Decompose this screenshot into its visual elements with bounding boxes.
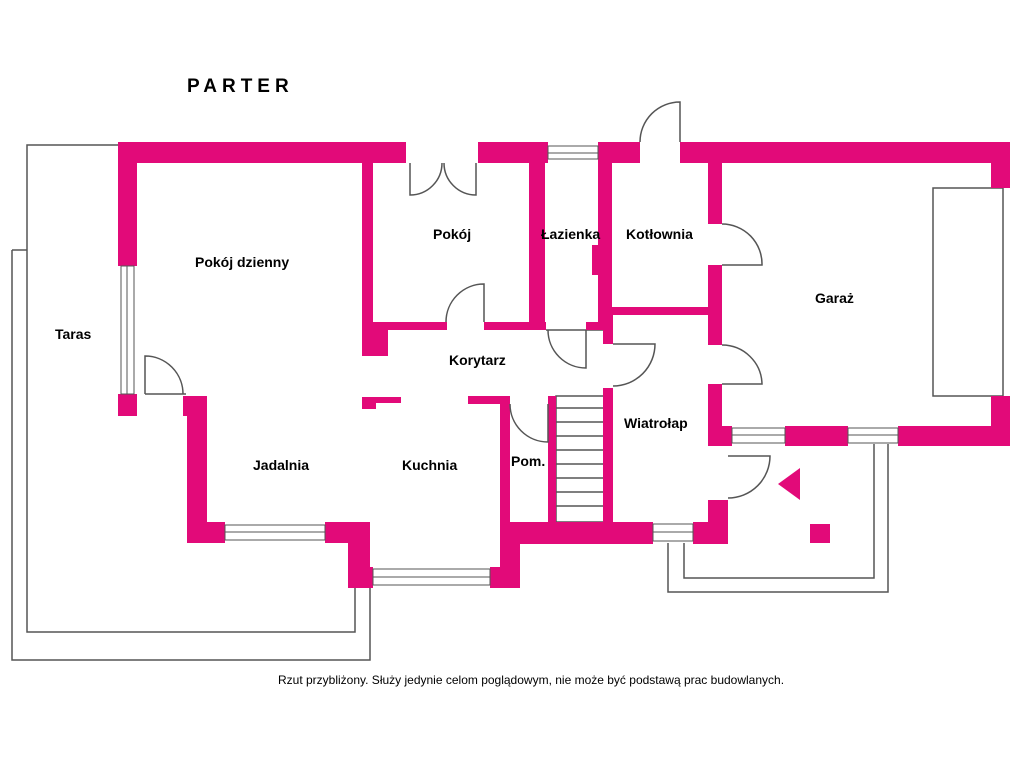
- windows: [120, 145, 899, 586]
- label-pokoj-dzienny: Pokój dzienny: [195, 254, 289, 270]
- label-pokoj: Pokój: [433, 226, 471, 242]
- walls: [118, 142, 1010, 588]
- disclaimer-note: Rzut przybliżony. Służy jedynie celom po…: [278, 673, 785, 687]
- garage-cabinet: [932, 187, 1004, 397]
- terrace-outline: [11, 144, 371, 661]
- label-lazienka: Łazienka: [541, 226, 600, 242]
- label-korytarz: Korytarz: [449, 352, 506, 368]
- label-pom: Pom.: [511, 453, 545, 469]
- room-labels: Taras Pokój dzienny Pokój Łazienka Kotło…: [55, 226, 854, 473]
- label-wiatrolap: Wiatrołap: [624, 415, 688, 431]
- label-kotlownia: Kotłownia: [626, 226, 693, 242]
- label-jadalnia: Jadalnia: [253, 457, 309, 473]
- entrance-steps-outline: [667, 444, 889, 593]
- label-garaz: Garaż: [815, 290, 854, 306]
- label-taras: Taras: [55, 326, 92, 342]
- label-kuchnia: Kuchnia: [402, 457, 457, 473]
- doors: [144, 101, 771, 499]
- plan-title: PARTER: [187, 76, 294, 97]
